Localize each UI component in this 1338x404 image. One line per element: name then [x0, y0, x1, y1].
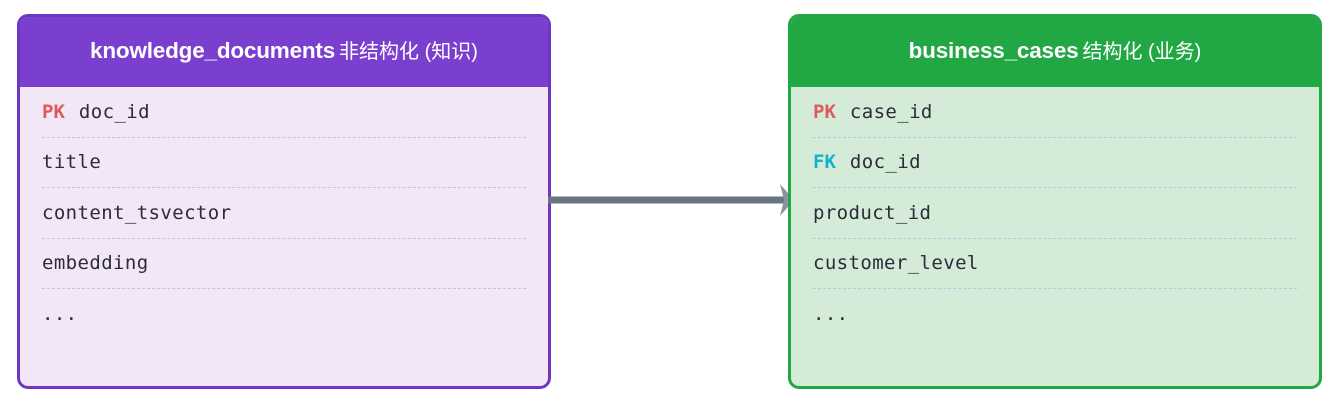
entity-body-knowledge-documents: PK doc_id title content_tsvector embeddi…	[20, 87, 548, 340]
field-row[interactable]: customer_level	[813, 239, 1297, 289]
field-name-label: customer_level	[813, 252, 979, 275]
field-row[interactable]: content_tsvector	[42, 188, 526, 239]
field-row[interactable]: title	[42, 138, 526, 188]
field-row-more[interactable]: ...	[813, 289, 1297, 340]
entity-name-label: knowledge_documents	[90, 38, 336, 64]
field-name-label: title	[42, 151, 102, 174]
key-badge-pk: PK	[42, 100, 65, 123]
field-name-label: ...	[813, 303, 849, 326]
key-badge-pk: PK	[813, 100, 836, 123]
field-name-label: content_tsvector	[42, 201, 232, 224]
field-row[interactable]: product_id	[813, 188, 1297, 239]
field-row[interactable]: embedding	[42, 239, 526, 289]
field-row[interactable]: PK case_id	[813, 87, 1297, 138]
field-row[interactable]: FK doc_id	[813, 138, 1297, 188]
field-name-label: product_id	[813, 201, 932, 224]
entity-name-label: business_cases	[908, 38, 1079, 64]
entity-note-label: 非结构化 (知识)	[339, 41, 478, 64]
key-badge-fk: FK	[813, 151, 836, 174]
relationship-arrow-doc-id[interactable]	[548, 178, 796, 222]
field-name-label: doc_id	[849, 151, 921, 174]
field-name-label: ...	[42, 303, 78, 326]
field-name-label: case_id	[849, 100, 933, 123]
field-name-label: doc_id	[78, 100, 150, 123]
field-row-more[interactable]: ...	[42, 289, 526, 340]
entity-body-business-cases: PK case_id FK doc_id product_id customer…	[791, 87, 1319, 340]
field-name-label: embedding	[42, 252, 149, 275]
field-row[interactable]: PK doc_id	[42, 87, 526, 138]
entity-note-label: 结构化 (业务)	[1082, 41, 1202, 64]
